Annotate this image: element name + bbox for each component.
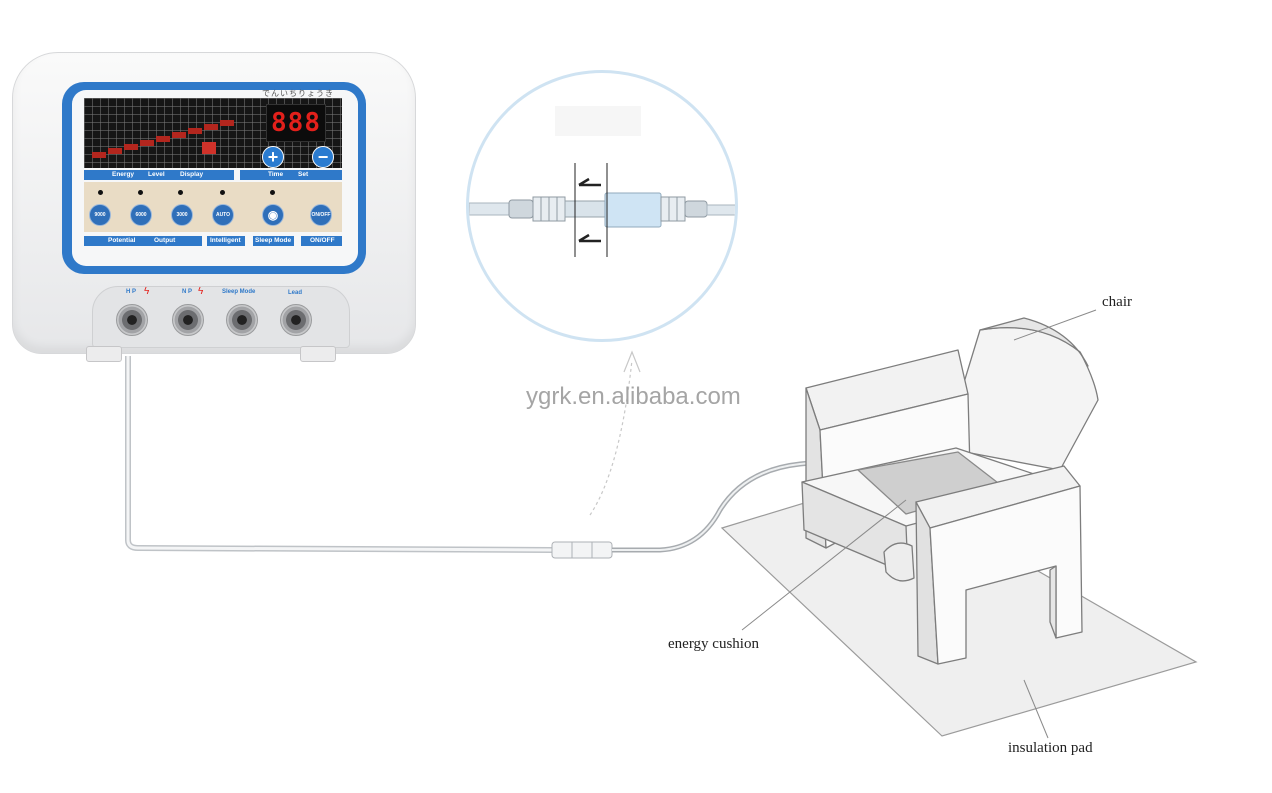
lightning-icon: ϟ [144, 286, 150, 297]
auto-button[interactable]: AUTO [212, 204, 234, 226]
device-foot [86, 346, 122, 362]
potential-output-bar: Potential Output [84, 236, 202, 246]
np-port-label: N P [182, 289, 193, 295]
lead-port-label: Lead [288, 290, 303, 296]
chair-leader [1013, 309, 1097, 341]
arrow-left-icon [578, 177, 601, 187]
control-panel [84, 182, 342, 232]
energy-label: Energy [112, 171, 135, 178]
sleep-port-label: Sleep Mode [222, 289, 256, 295]
time-set-bar: Time Set [240, 170, 342, 180]
3000-button[interactable]: 3000 [171, 204, 193, 226]
display-bar: Energy Level Display [84, 170, 234, 180]
intelligent-bar: Intelligent [207, 236, 245, 246]
9000-button[interactable]: 9000 [89, 204, 111, 226]
energy-cushion-label: energy cushion [668, 636, 759, 652]
level-label: Level [148, 171, 165, 178]
hp-port[interactable] [116, 304, 148, 336]
sleep-mode-label: Sleep Mode [255, 237, 292, 244]
on-off-label: ON/OFF [310, 237, 335, 244]
indicator-dot [138, 190, 143, 195]
time-label: Time [268, 171, 284, 178]
6000-button[interactable]: 6000 [130, 204, 152, 226]
chair-drawing [801, 317, 1099, 665]
insulation-pad-label: insulation pad [1008, 740, 1093, 756]
chair-label: chair [1102, 294, 1132, 310]
connector-detail [469, 106, 735, 257]
indicator-dot [98, 190, 103, 195]
indicator-dot [178, 190, 183, 195]
led-level-bars [92, 120, 234, 158]
sleep-mode-button[interactable]: ◉ [262, 204, 284, 226]
hp-port-label: H P [126, 289, 137, 295]
zoom-arrow [589, 359, 633, 516]
np-port[interactable] [172, 304, 204, 336]
plus-icon[interactable]: + [262, 146, 284, 168]
indicator-dot [270, 190, 275, 195]
sleep-mode-bar: Sleep Mode [253, 236, 294, 246]
output-label: Output [154, 237, 176, 244]
cable-left [125, 356, 553, 553]
set-label: Set [298, 171, 309, 178]
sleep-mode-port[interactable] [226, 304, 258, 336]
device-foot [300, 346, 336, 362]
on-off-button[interactable]: ON/OFF [310, 204, 332, 226]
intelligent-label: Intelligent [210, 237, 241, 244]
display-label: Display [180, 171, 204, 178]
watermark: ygrk.en.alibaba.com [526, 383, 741, 410]
on-off-bar: ON/OFF [301, 236, 342, 246]
inline-connector [551, 541, 613, 559]
lead-port[interactable] [280, 304, 312, 336]
connector-zoom-circle [466, 70, 738, 342]
time-digit-display: 888 [266, 104, 326, 142]
potential-label: Potential [108, 237, 136, 244]
cushion-leader [741, 499, 907, 631]
arrow-left-icon [578, 233, 601, 243]
minus-icon[interactable]: − [312, 146, 334, 168]
pad-leader [1023, 679, 1049, 739]
japanese-label: でんいちりょうき [262, 89, 334, 98]
lightning-icon: ϟ [198, 286, 204, 297]
indicator-dot [220, 190, 225, 195]
